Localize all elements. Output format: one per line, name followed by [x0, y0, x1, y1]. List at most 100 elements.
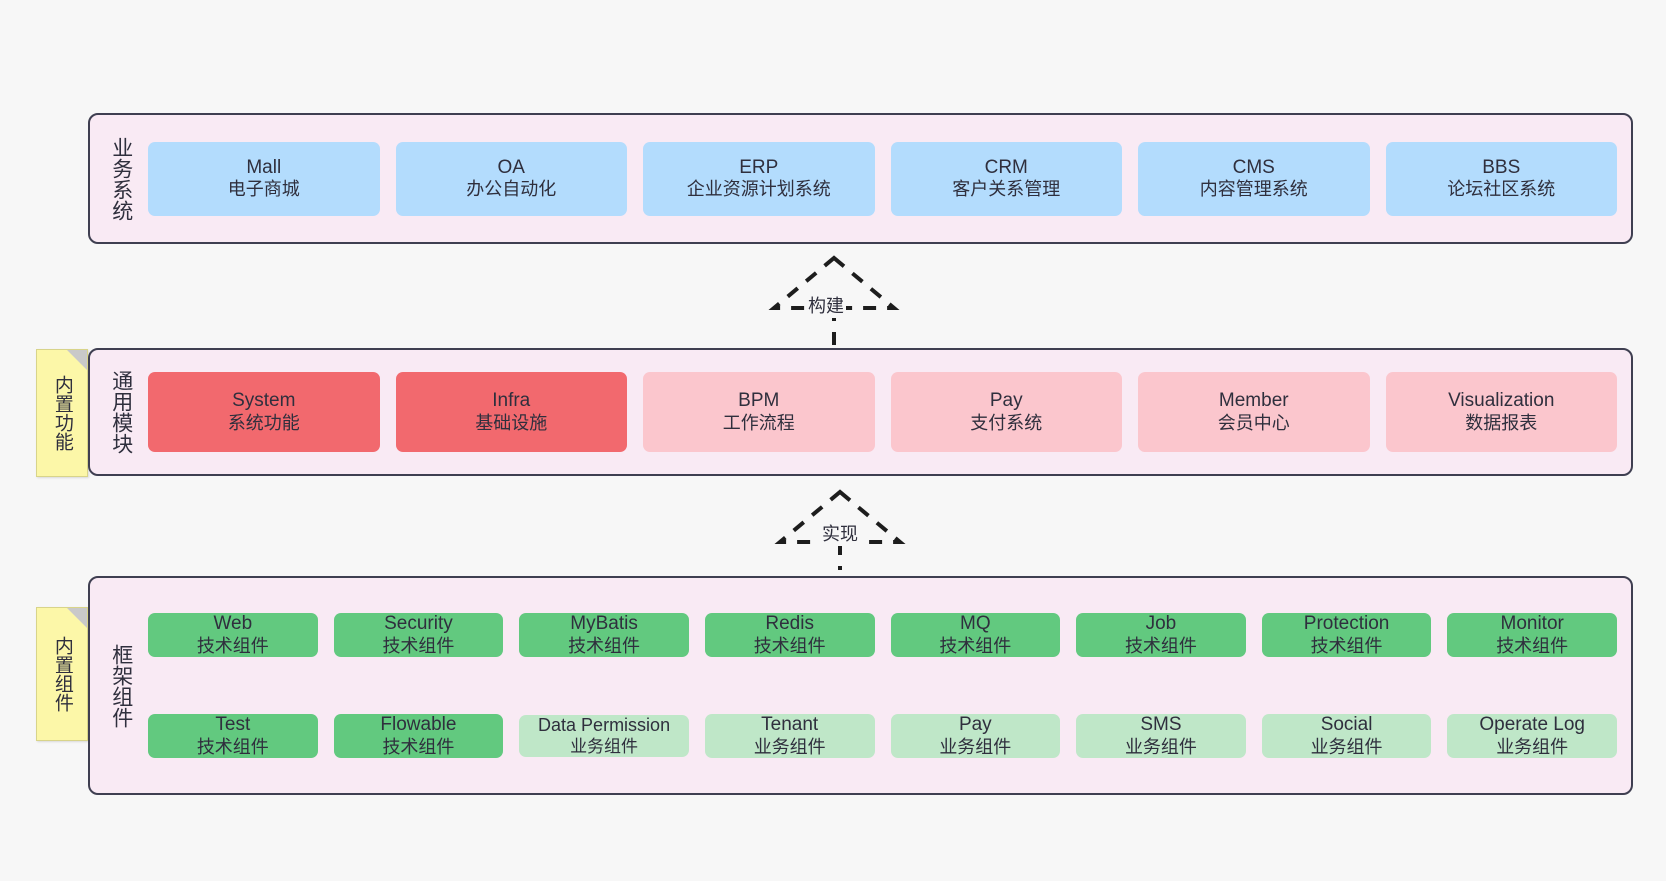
card-desc: 业务组件 [1124, 736, 1197, 757]
card-name: CMS [1232, 156, 1275, 178]
card-visualization[interactable]: Visualization 数据报表 [1385, 372, 1617, 452]
card-desc: 技术组件 [753, 635, 826, 656]
card-monitor[interactable]: Monitor 技术组件 [1447, 613, 1617, 657]
sticky-note-label: 内置组件 [51, 636, 73, 712]
card-desc: 论坛社区系统 [1447, 179, 1556, 200]
card-name: Social [1320, 714, 1373, 736]
card-desc: 业务组件 [1496, 736, 1569, 757]
card-desc: 技术组件 [1124, 635, 1197, 656]
card-desc: 技术组件 [196, 635, 269, 656]
card-name: CRM [984, 156, 1028, 178]
card-name: MyBatis [570, 613, 638, 635]
card-web[interactable]: Web 技术组件 [148, 613, 318, 657]
card-name: Web [213, 613, 253, 635]
arrow-implement-icon [774, 489, 906, 570]
card-name: MQ [960, 613, 991, 635]
sticky-note-label: 内置功能 [51, 375, 73, 451]
card-name: SMS [1140, 714, 1182, 736]
card-security[interactable]: Security 技术组件 [333, 613, 504, 657]
card-desc: 系统功能 [227, 412, 300, 433]
card-name: Member [1218, 390, 1289, 412]
card-desc: 业务组件 [570, 736, 639, 756]
card-desc: 业务组件 [939, 736, 1012, 757]
arrow-build: 构建 [744, 254, 924, 348]
card-name: Monitor [1500, 613, 1564, 635]
card-desc: 会员中心 [1217, 412, 1290, 433]
business-card-list: Mall 电子商城 OA 办公自动化 ERP 企业资源计划系统 CRM 客户关系… [144, 115, 1631, 242]
layer-framework-components: 框架组件 Web 技术组件 Security 技术组件 MyBatis 技术组件… [88, 576, 1633, 795]
card-operate-log[interactable]: Operate Log 业务组件 [1447, 714, 1617, 758]
card-desc: 工作流程 [722, 412, 795, 433]
card-desc: 办公自动化 [466, 179, 557, 200]
common-card-list: System 系统功能 Infra 基础设施 BPM 工作流程 Pay 支付系统… [144, 350, 1631, 474]
card-bpm[interactable]: BPM 工作流程 [643, 372, 875, 452]
card-pay-business[interactable]: Pay 业务组件 [890, 714, 1061, 758]
card-name: Redis [765, 613, 814, 635]
card-name: Pay [989, 390, 1023, 412]
card-protection[interactable]: Protection 技术组件 [1261, 613, 1432, 657]
card-desc: 技术组件 [382, 635, 455, 656]
card-desc: 内容管理系统 [1199, 179, 1308, 200]
card-oa[interactable]: OA 办公自动化 [395, 141, 627, 216]
arrow-build-label: 构建 [806, 292, 846, 318]
sticky-fold-icon [67, 350, 87, 370]
layer-business-systems: 业务系统 Mall 电子商城 OA 办公自动化 ERP 企业资源计划系统 CRM… [88, 113, 1633, 244]
card-desc: 数据报表 [1465, 412, 1538, 433]
card-desc: 技术组件 [939, 635, 1012, 656]
card-desc: 支付系统 [970, 412, 1043, 433]
card-redis[interactable]: Redis 技术组件 [704, 613, 875, 657]
card-name: Pay [958, 714, 992, 736]
card-desc: 技术组件 [1496, 635, 1569, 656]
layer-common-modules: 通用模块 System 系统功能 Infra 基础设施 BPM 工作流程 Pay… [88, 348, 1633, 476]
card-name: System [232, 390, 296, 412]
card-desc: 技术组件 [1310, 635, 1383, 656]
card-name: Visualization [1448, 390, 1555, 412]
card-name: BPM [738, 390, 780, 412]
card-desc: 技术组件 [568, 635, 641, 656]
card-mall[interactable]: Mall 电子商城 [148, 141, 380, 216]
card-desc: 技术组件 [382, 736, 455, 757]
card-name: BBS [1482, 156, 1521, 178]
framework-card-grid: Web 技术组件 Security 技术组件 MyBatis 技术组件 Redi… [144, 578, 1631, 793]
card-name: Test [215, 714, 251, 736]
card-desc: 基础设施 [475, 412, 548, 433]
card-erp[interactable]: ERP 企业资源计划系统 [643, 141, 875, 216]
card-job[interactable]: Job 技术组件 [1076, 613, 1246, 657]
card-member[interactable]: Member 会员中心 [1138, 372, 1370, 452]
card-tenant[interactable]: Tenant 业务组件 [704, 714, 875, 758]
card-name: Operate Log [1479, 714, 1585, 736]
arrow-implement-label: 实现 [820, 520, 860, 546]
card-mq[interactable]: MQ 技术组件 [890, 613, 1061, 657]
card-desc: 技术组件 [196, 736, 269, 757]
card-name: Infra [492, 390, 531, 412]
card-system[interactable]: System 系统功能 [148, 372, 380, 452]
card-name: OA [497, 156, 525, 178]
card-infra[interactable]: Infra 基础设施 [395, 372, 627, 452]
layer-title-framework: 框架组件 [109, 643, 133, 728]
card-cms[interactable]: CMS 内容管理系统 [1138, 141, 1370, 216]
card-name: Job [1145, 613, 1177, 635]
card-name: Security [384, 613, 453, 635]
card-bbs[interactable]: BBS 论坛社区系统 [1385, 141, 1617, 216]
card-name: Mall [246, 156, 282, 178]
card-desc: 业务组件 [753, 736, 826, 757]
card-desc: 电子商城 [227, 179, 300, 200]
card-desc: 业务组件 [1310, 736, 1383, 757]
layer-title-common: 通用模块 [109, 370, 133, 454]
card-flowable[interactable]: Flowable 技术组件 [333, 714, 504, 758]
card-data-permission[interactable]: Data Permission 业务组件 [519, 715, 689, 757]
layer-title-business: 业务系统 [109, 136, 133, 221]
card-social[interactable]: Social 业务组件 [1261, 714, 1432, 758]
card-desc: 客户关系管理 [952, 179, 1061, 200]
card-pay[interactable]: Pay 支付系统 [890, 372, 1122, 452]
card-test[interactable]: Test 技术组件 [148, 714, 318, 758]
sticky-note-builtin-functions: 内置功能 [36, 349, 88, 477]
card-name: Flowable [380, 714, 457, 736]
card-sms[interactable]: SMS 业务组件 [1076, 714, 1246, 758]
sticky-fold-icon [67, 608, 87, 628]
card-name: Data Permission [538, 715, 671, 736]
card-mybatis[interactable]: MyBatis 技术组件 [519, 613, 689, 657]
arrow-implement: 实现 [758, 488, 938, 570]
card-crm[interactable]: CRM 客户关系管理 [890, 141, 1122, 216]
